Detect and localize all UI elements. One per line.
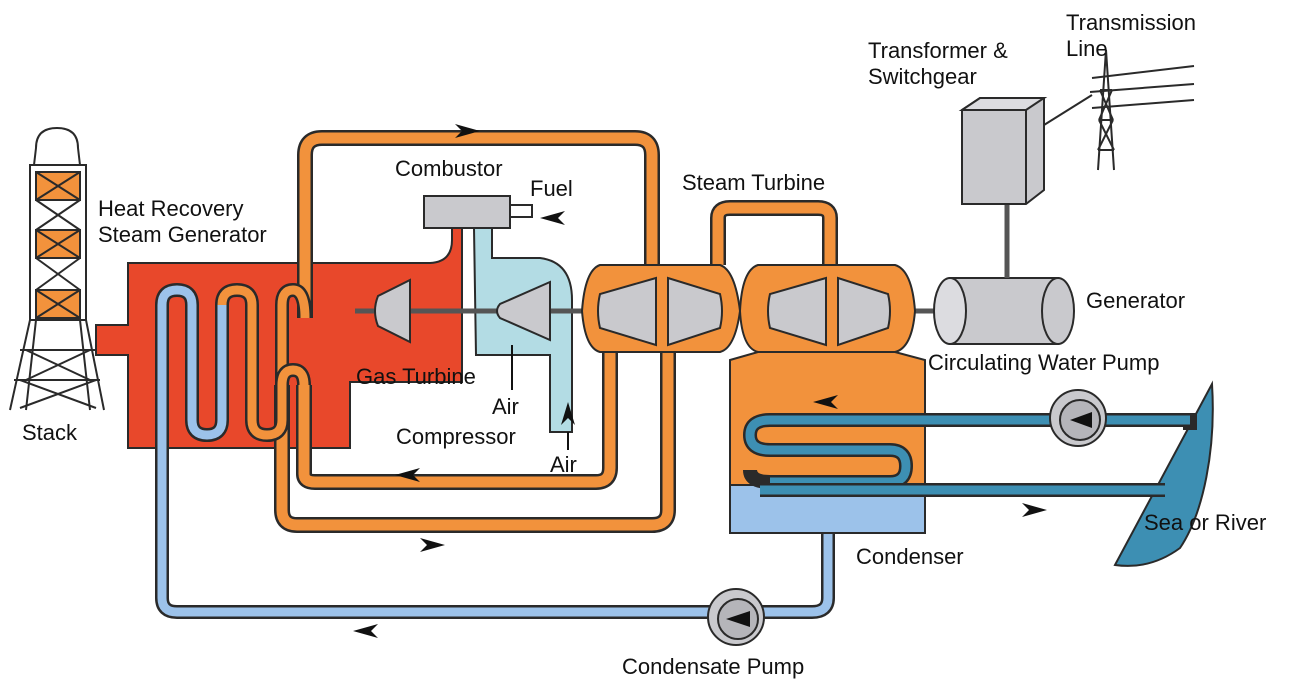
stack xyxy=(9,126,105,411)
flow-arrows xyxy=(353,124,1092,638)
label-generator: Generator xyxy=(1086,288,1186,313)
label-stack: Stack xyxy=(22,420,78,445)
condensate-pipe xyxy=(155,440,835,619)
steam-turbine-lp xyxy=(738,264,917,353)
fuel-nozzle xyxy=(509,204,533,218)
transmission-tower xyxy=(1043,49,1195,171)
label-gas-turbine: Gas Turbine xyxy=(356,364,476,389)
generator xyxy=(933,277,1075,345)
label-hrsg: Heat Recovery Steam Generator xyxy=(98,196,267,247)
arrow-fuel-left xyxy=(540,211,565,225)
steam-turbine-hp xyxy=(580,264,742,353)
transformer-switchgear xyxy=(958,97,1048,205)
arrow-cond-pump xyxy=(726,611,750,627)
arrow-cooling-right xyxy=(1022,503,1047,517)
cooling-water-pipes xyxy=(742,413,1197,497)
label-combustor: Combustor xyxy=(395,156,503,181)
arrow-outer-right xyxy=(420,538,445,552)
label-circulating-water-pump: Circulating Water Pump xyxy=(928,350,1160,375)
leader-lines xyxy=(511,345,569,450)
gas-turbine-rotor xyxy=(374,278,551,344)
arrow-steam-right xyxy=(455,124,480,138)
label-air-compressor-bottom: Compressor xyxy=(396,424,516,449)
label-condenser: Condenser xyxy=(856,544,964,569)
label-steam-turbine: Steam Turbine xyxy=(682,170,826,195)
arrow-condensate-left xyxy=(353,624,378,638)
arrow-cooling-left xyxy=(813,395,838,409)
sea-or-river xyxy=(1113,380,1214,567)
steam-pipes xyxy=(274,130,838,533)
label-transmission-line: Transmission Line xyxy=(1066,10,1196,61)
label-sea-or-river: Sea or River xyxy=(1144,510,1267,535)
compressor-air-duct xyxy=(472,227,573,433)
combustor xyxy=(423,195,511,229)
arrow-circ-pump xyxy=(1070,412,1092,428)
label-transformer-switchgear: Transformer & Switchgear xyxy=(868,38,1008,89)
hrsg-coils xyxy=(155,282,312,445)
label-fuel: Fuel xyxy=(530,176,573,201)
label-air-inlet: Air xyxy=(550,452,577,477)
arrow-return-left xyxy=(395,468,420,482)
label-air-compressor-top: Air xyxy=(492,394,519,419)
label-condensate-pump: Condensate Pump xyxy=(622,654,805,679)
arrow-air-up xyxy=(561,402,575,425)
